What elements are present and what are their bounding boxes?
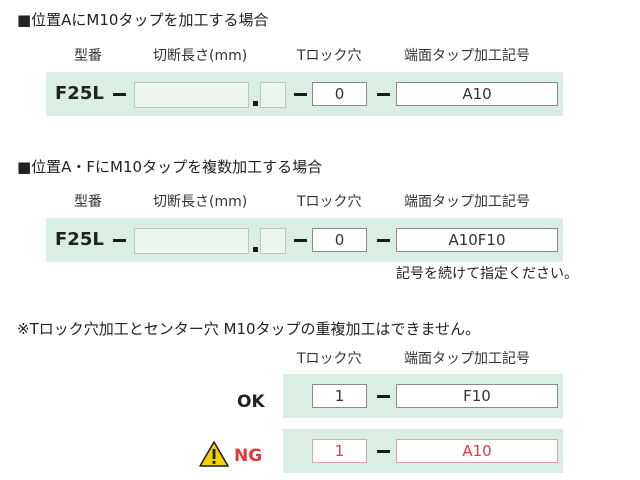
section1-heading: ■位置AにM10タップを加工する場合 [17,11,269,29]
decimal-point [253,247,258,252]
end-tap-code-box[interactable]: F10 [396,384,558,408]
t-lock-value-box[interactable]: 1 [312,439,367,463]
t-lock-value-box[interactable]: 0 [312,228,367,252]
dash-separator [377,93,390,96]
ng-example-row: 1 A10 [283,429,563,473]
cut-length-integer-input[interactable] [134,82,249,108]
header-end-tap: 端面タップ加工記号 [404,194,530,210]
section2-heading: ■位置A・FにM10タップを複数加工する場合 [17,158,323,176]
order-code-row-1: F25L 0 A10 [46,72,563,116]
ok-label: OK [237,392,265,412]
cut-length-decimal-input[interactable] [260,82,286,108]
header-cut-length: 切断長さ(mm) [153,48,248,64]
model-code: F25L [55,83,104,104]
end-tap-code-box[interactable]: A10 [396,439,558,463]
end-tap-code-box[interactable]: A10 [396,82,558,106]
header-model: 型番 [74,48,102,64]
header-model: 型番 [74,194,102,210]
dash-separator [113,93,126,96]
order-code-row-2: F25L 0 A10F10 [46,218,563,262]
section3-heading: ※Tロック穴加工とセンター穴 M10タップの重複加工はできません。 [17,320,481,338]
cut-length-integer-input[interactable] [134,228,249,254]
dash-separator [113,239,126,242]
consecutive-symbol-note: 記号を続けて指定ください。 [396,266,578,282]
dash-separator [377,239,390,242]
t-lock-value-box[interactable]: 1 [312,384,367,408]
cut-length-decimal-input[interactable] [260,228,286,254]
header-end-tap: 端面タップ加工記号 [404,351,530,367]
ng-label: NG [234,446,263,466]
header-cut-length: 切断長さ(mm) [153,194,248,210]
dash-separator [294,93,307,96]
decimal-point [253,101,258,106]
header-t-lock: Tロック穴 [297,48,362,64]
header-t-lock: Tロック穴 [297,194,362,210]
header-end-tap: 端面タップ加工記号 [404,48,530,64]
warning-triangle-icon [199,441,229,467]
dash-separator [377,450,390,453]
dash-separator [294,239,307,242]
ok-example-row: 1 F10 [283,374,563,418]
model-code: F25L [55,229,104,250]
dash-separator [377,395,390,398]
t-lock-value-box[interactable]: 0 [312,82,367,106]
end-tap-code-box[interactable]: A10F10 [396,228,558,252]
header-t-lock: Tロック穴 [297,351,362,367]
